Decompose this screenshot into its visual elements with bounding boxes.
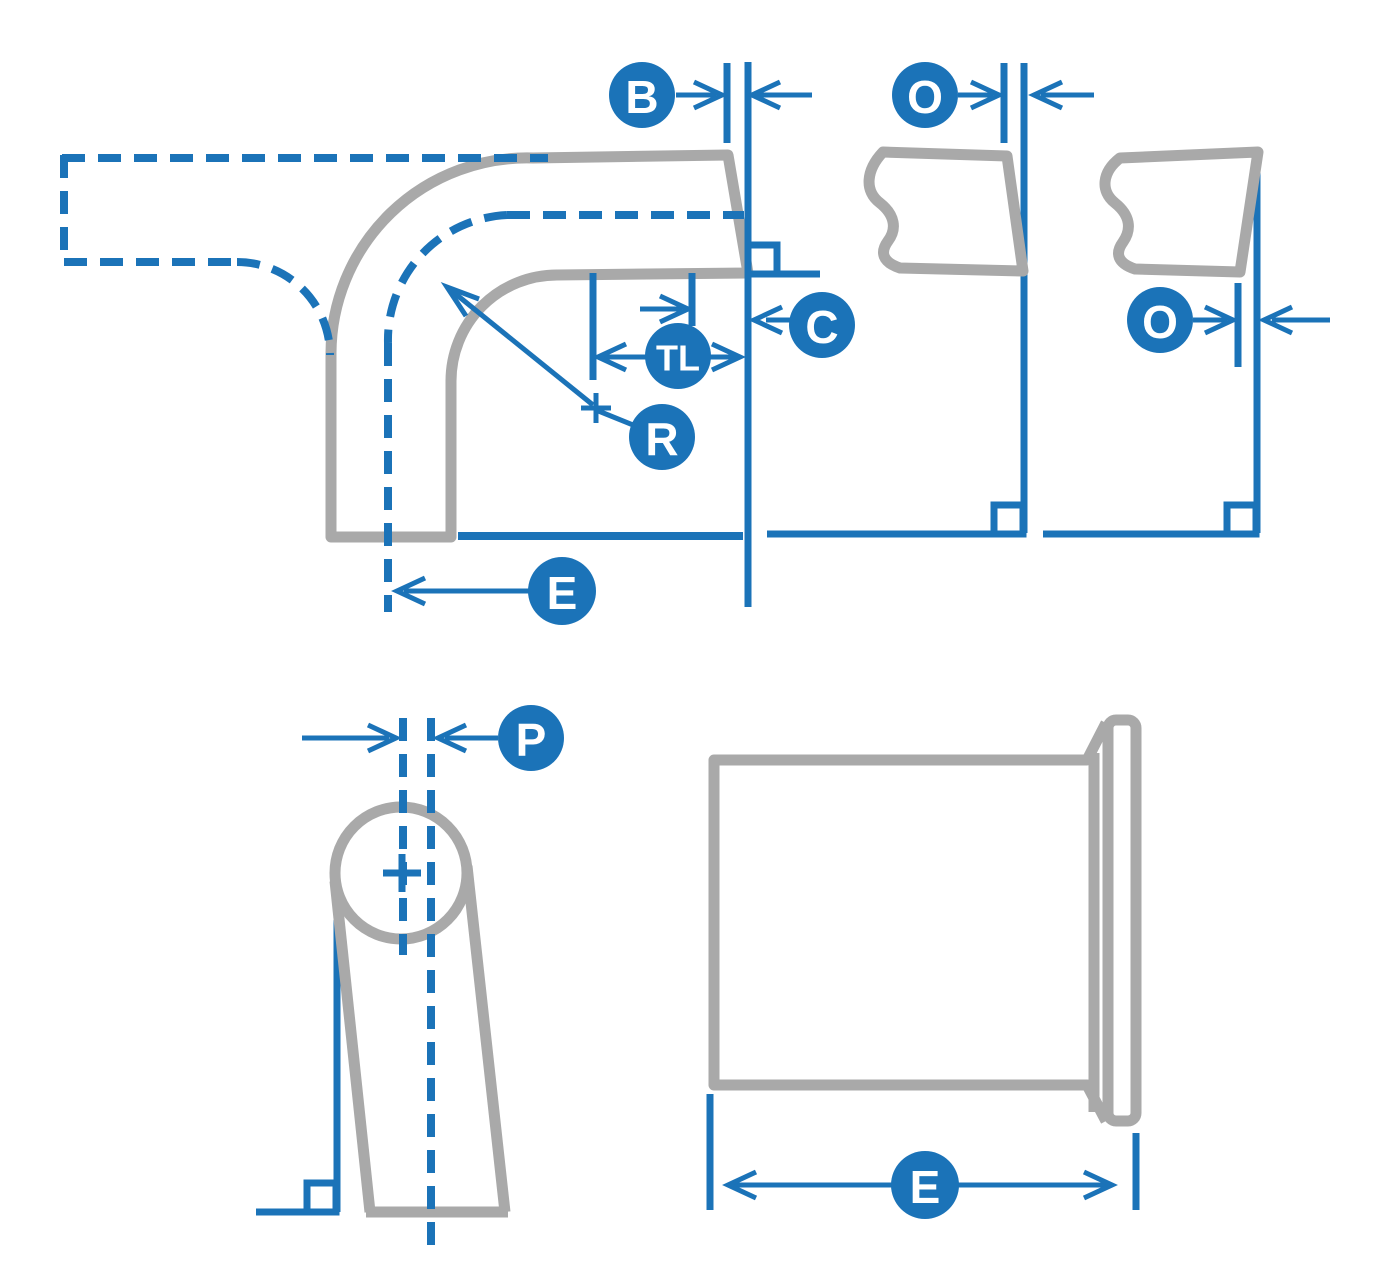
e-stub-arrowhead-left — [722, 1169, 758, 1201]
p-label: P — [516, 714, 547, 766]
pipe1-outline — [863, 146, 1029, 277]
o-top-arrowhead-left — [1028, 79, 1064, 111]
e-stub-arrowhead-right — [1082, 1169, 1118, 1201]
b-arrowhead-right — [692, 79, 728, 111]
pipe-end-top-figure: O — [767, 62, 1094, 538]
stub-end-lap-flange — [1102, 714, 1142, 1127]
stub-end-figure: E — [706, 714, 1142, 1219]
stub-end-body-outline — [708, 720, 1111, 1124]
tilted-pipe-left-edge — [329, 880, 376, 1213]
r-leader-line — [445, 285, 595, 407]
tilted-pipe-right-edge — [461, 865, 511, 1213]
tl-arrowhead-left — [592, 341, 628, 373]
dimension-c: C — [640, 292, 855, 358]
elbow-figure: B C TL — [60, 62, 855, 625]
c-arrowhead-right — [658, 293, 694, 325]
tilted-pipe-center-mark — [383, 854, 421, 892]
p-arrowhead-right — [366, 722, 402, 754]
p-label-circle — [498, 705, 564, 771]
e-elbow-arrowhead-left — [391, 575, 427, 607]
dimension-e-stub: E — [706, 1094, 1140, 1219]
dimension-e-elbow: E — [391, 532, 743, 625]
p-arrowhead-left — [432, 722, 468, 754]
dimension-b: B — [609, 62, 812, 128]
dimension-p: P — [302, 705, 564, 771]
dimension-tl: TL — [589, 273, 746, 389]
o-side-label-circle — [1127, 287, 1193, 353]
r-arrowhead — [440, 281, 480, 318]
elbow-outline — [325, 149, 754, 543]
o-side-arrowhead-right — [1203, 304, 1239, 336]
dimension-o-side: O — [1127, 287, 1330, 353]
e-stub-label: E — [910, 1161, 941, 1213]
elbow-dashed-inner-arc — [236, 258, 334, 356]
r-label: R — [645, 413, 678, 465]
c-label: C — [805, 301, 838, 353]
pipe2-outline — [1099, 146, 1264, 278]
dimension-o-top: O — [892, 62, 1094, 128]
b-label-circle — [609, 62, 675, 128]
tl-label: TL — [656, 338, 700, 379]
e-elbow-label-circle — [528, 557, 596, 625]
tl-label-circle — [645, 323, 711, 389]
r-center-mark — [581, 393, 611, 423]
c-arrowhead-left — [748, 304, 784, 336]
tl-arrowhead-right — [710, 341, 746, 373]
tilted-pipe-figure: P — [256, 705, 564, 1245]
pipe1-right-angle-square — [990, 501, 1027, 538]
dimension-r: R — [440, 281, 695, 470]
o-side-arrowhead-left — [1258, 304, 1294, 336]
o-side-label: O — [1142, 296, 1178, 348]
c-label-circle — [789, 292, 855, 358]
o-top-arrowhead-right — [969, 79, 1005, 111]
e-elbow-label: E — [547, 567, 578, 619]
r-label-circle — [629, 404, 695, 470]
b-arrowhead-left — [746, 79, 782, 111]
e-stub-label-circle — [891, 1151, 959, 1219]
tilted-pipe-right-angle-square — [303, 1179, 340, 1216]
o-top-label: O — [907, 71, 943, 123]
o-top-label-circle — [892, 62, 958, 128]
b-label: B — [625, 71, 658, 123]
pipe2-right-angle-square — [1223, 501, 1260, 538]
pipe-end-side-figure: O — [1043, 146, 1330, 538]
